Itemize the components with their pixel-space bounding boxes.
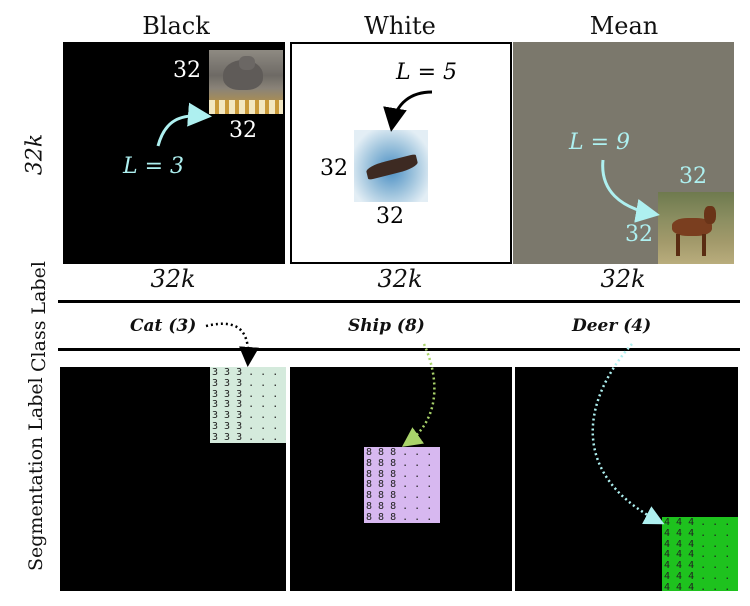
class-label-ship: Ship (8) bbox=[348, 316, 425, 336]
class-row-bottom-rule bbox=[58, 348, 740, 351]
location-label: L = 9 bbox=[569, 130, 631, 155]
ship-image bbox=[354, 130, 428, 202]
segmentation-panel-deer: 4 4 4 . . . . 4 4 4 4 . . . . 4 4 4 4 . … bbox=[515, 367, 738, 591]
segmentation-panel-cat: 3 3 3 . . . . 3 3 3 3 . . . . 3 3 3 3 . … bbox=[60, 367, 286, 591]
class-label-deer: Deer (4) bbox=[572, 316, 652, 336]
class-arrow-ship bbox=[401, 343, 436, 447]
canvas-width-label-mean: 32k bbox=[600, 265, 646, 293]
column-title-white: White bbox=[364, 12, 436, 40]
deer-image bbox=[658, 192, 734, 264]
patch-width-label: 32 bbox=[173, 58, 201, 83]
patch-width-label: 32 bbox=[679, 164, 707, 189]
class-row-top-rule bbox=[58, 300, 740, 303]
cat-image bbox=[209, 50, 283, 114]
segmentation-grid-cat: 3 3 3 . . . . 3 3 3 3 . . . . 3 3 3 3 . … bbox=[210, 367, 286, 443]
patch-height-label: 32 bbox=[229, 118, 257, 143]
class-arrow-deer bbox=[591, 343, 665, 525]
canvas-width-label-white: 32k bbox=[377, 265, 423, 293]
panel-white: L = 5 32 32 bbox=[290, 42, 512, 264]
location-label: L = 5 bbox=[396, 60, 458, 85]
class-arrow-cat bbox=[205, 322, 259, 367]
segmentation-grid-deer: 4 4 4 . . . . 4 4 4 4 . . . . 4 4 4 4 . … bbox=[662, 517, 738, 591]
panel-black: 32 32 L = 3 bbox=[63, 42, 285, 264]
class-label-cat: Cat (3) bbox=[130, 316, 197, 336]
location-arrow-cat bbox=[156, 102, 212, 147]
column-title-black: Black bbox=[142, 12, 210, 40]
segmentation-panel-ship: 8 8 8 . . . . 8 8 8 8 . . . . 8 8 8 8 . … bbox=[290, 367, 512, 591]
patch-height-label: 32 bbox=[625, 222, 653, 247]
column-title-mean: Mean bbox=[589, 12, 659, 40]
panel-mean: L = 9 32 32 bbox=[513, 42, 734, 264]
canvas-width-label-black: 32k bbox=[150, 265, 196, 293]
location-arrow-deer bbox=[601, 159, 660, 223]
patch-height-label: 32 bbox=[376, 204, 404, 229]
location-arrow-ship bbox=[383, 90, 433, 132]
segmentation-grid-ship: 8 8 8 . . . . 8 8 8 8 . . . . 8 8 8 8 . … bbox=[364, 447, 440, 523]
location-label: L = 3 bbox=[123, 154, 185, 179]
patch-width-label: 32 bbox=[320, 156, 348, 181]
